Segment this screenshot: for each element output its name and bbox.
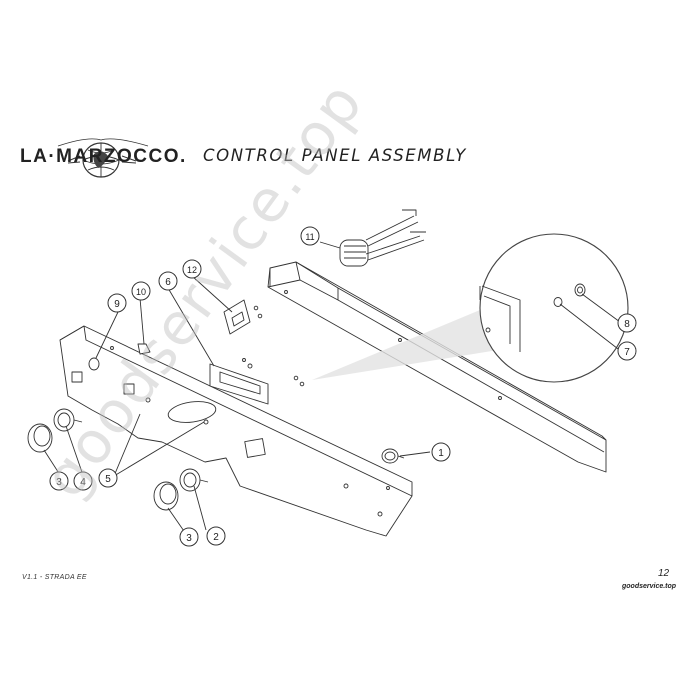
- brand-logo: LA·MARZOCCO.: [20, 138, 187, 178]
- probe-assembly: [339, 209, 426, 267]
- page-number: 12: [658, 568, 670, 579]
- zoom-detail: [479, 233, 629, 383]
- back-channel-panel: [267, 261, 607, 473]
- callout-2: [206, 526, 226, 546]
- page-title: CONTROL PANEL ASSEMBLY: [203, 146, 467, 165]
- callout-4: [73, 471, 93, 491]
- website-label: goodservice.top: [622, 583, 677, 590]
- gauge-left: [27, 408, 83, 453]
- version-label: V1.1 - STRADA EE: [22, 574, 87, 581]
- logo-text: LA·MARZOCCO.: [20, 146, 187, 167]
- front-panel: [59, 325, 413, 537]
- switch-component: [223, 299, 263, 335]
- callout-7: [617, 341, 637, 361]
- bracket-10: [137, 343, 151, 355]
- callout-label-5: 5: [105, 474, 111, 485]
- callout-label-4: 4: [80, 477, 86, 488]
- callout-3b: [179, 527, 199, 547]
- knob-9: [88, 357, 100, 371]
- display-module: [209, 358, 269, 405]
- callout-label-9: 9: [114, 299, 120, 310]
- callout-11: [300, 226, 320, 246]
- button-1: [381, 448, 405, 464]
- callout-3a: [49, 471, 69, 491]
- callout-label-12: 12: [187, 265, 197, 275]
- callout-label-7: 7: [624, 347, 630, 358]
- callout-5: [98, 468, 118, 488]
- callout-9: [107, 293, 127, 313]
- callout-8: [617, 313, 637, 333]
- callout-label-6: 6: [165, 277, 171, 288]
- callout-label-3a: 3: [56, 477, 62, 488]
- callout-label-11: 11: [305, 232, 314, 242]
- callout-label-1: 1: [438, 448, 444, 459]
- gauge-right: [153, 468, 209, 511]
- callout-label-8: 8: [624, 319, 630, 330]
- callout-1: [431, 442, 451, 462]
- callout-label-2: 2: [213, 532, 219, 543]
- callout-12: [182, 259, 202, 279]
- callout-label-10: 10: [136, 287, 146, 297]
- callout-label-3b: 3: [186, 533, 192, 544]
- callout-6: [158, 271, 178, 291]
- callout-10: [131, 281, 151, 301]
- callouts: [49, 226, 637, 547]
